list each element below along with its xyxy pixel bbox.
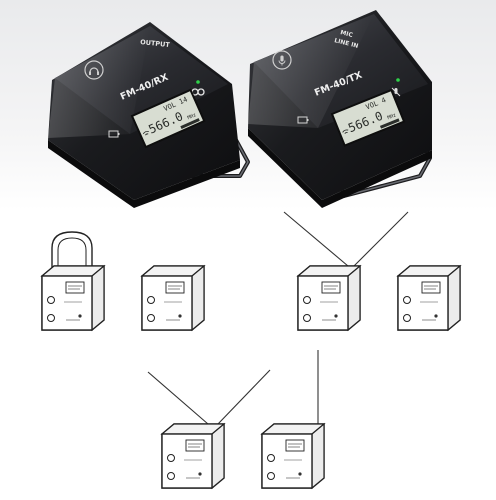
microphone-icon <box>272 50 292 70</box>
wifi-icon <box>142 130 149 136</box>
mute-icon <box>391 87 401 97</box>
battery-icon <box>108 130 120 138</box>
receiver-lcd: VOL 14 566.0 MHz <box>130 88 206 149</box>
sketch-transmitter-cross-antenna <box>147 369 271 489</box>
transmitter-lcd: VOL 4 566.0 MHz <box>330 88 406 147</box>
sketch-receiver <box>141 265 205 331</box>
sketch-transmitter-vertical-antenna <box>261 350 325 489</box>
transmitter-lcd-unit: MHz <box>387 112 398 121</box>
sketch-receiver-clip <box>41 231 105 331</box>
sketch-transmitter-antenna <box>283 211 409 331</box>
transmitter-indicator-light <box>396 78 400 82</box>
receiver-device: OUTPUT FM-40/RX VOL 14 566.0 MHz <box>48 22 250 208</box>
receiver-lcd-unit: MHz <box>187 112 198 121</box>
usage-diagram <box>41 211 461 489</box>
sketch-transmitter <box>397 265 461 331</box>
transmitter-port-label-line1: MIC <box>340 29 355 39</box>
receiver-port-label: OUTPUT <box>140 38 171 49</box>
receiver-indicator-light <box>196 80 200 84</box>
transmitter-device: MIC LINE IN FM-40/TX VOL 4 566.0 <box>248 10 432 208</box>
battery-icon <box>297 116 309 124</box>
headphone-icon <box>84 60 104 80</box>
wifi-icon <box>342 129 349 134</box>
